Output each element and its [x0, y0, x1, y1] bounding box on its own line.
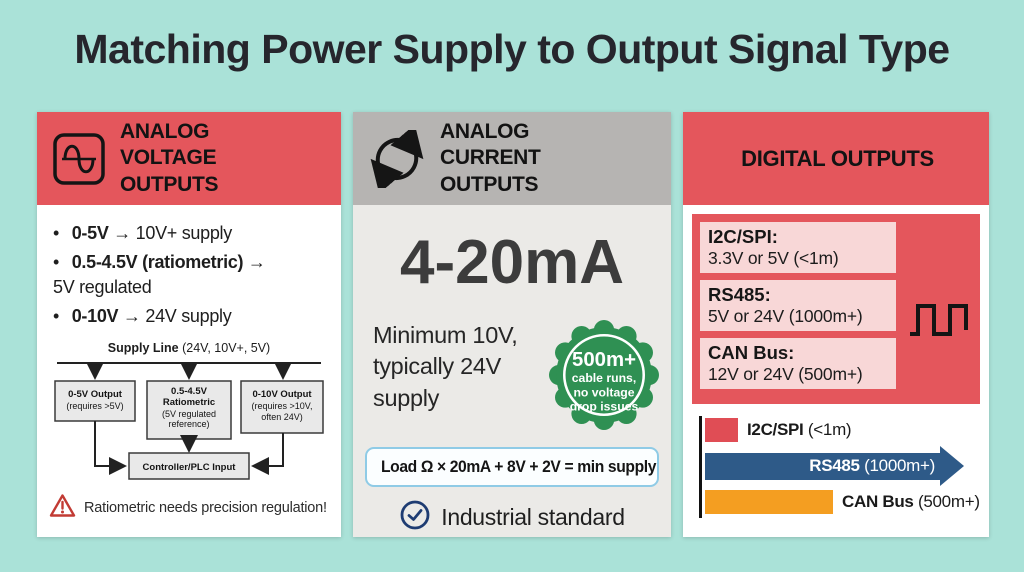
check-circle-icon [399, 499, 431, 536]
svg-text:(requires >10V,: (requires >10V, [252, 401, 313, 411]
canbus-bar-label: CAN Bus (500m+) [842, 492, 980, 511]
supply-note: Minimum 10V, typically 24V supply [373, 322, 518, 411]
ratiometric-warning: Ratiometric needs precision regulation! [49, 493, 341, 523]
rs485-arrowhead [940, 446, 964, 486]
analog-voltage-panel: ANALOG VOLTAGE OUTPUTS 0-5V → 10V+ suppl… [37, 112, 341, 537]
svg-text:drop issues: drop issues [570, 400, 639, 414]
canbus-bar [705, 490, 833, 514]
warning-triangle-icon [49, 493, 76, 523]
supply-flow-diagram: 0-5V Output (requires >5V) 0.5-4.5V Rati… [54, 362, 324, 480]
warning-text: Ratiometric needs precision regulation! [84, 500, 327, 517]
svg-text:0-10V Output: 0-10V Output [252, 389, 312, 400]
analog-voltage-title: ANALOG VOLTAGE OUTPUTS [120, 120, 219, 196]
svg-text:cable runs,: cable runs, [572, 371, 637, 385]
square-wave-icon [908, 300, 970, 345]
i2c-bar-row: I2C/SPI (<1m) [705, 414, 989, 446]
voltage-bullet-list: 0-5V → 10V+ supply 0.5-4.5V (ratiometric… [53, 221, 333, 329]
cable-run-badge: 500m+ cable runs, no voltage drop issues [549, 320, 659, 435]
sine-wave-icon [52, 132, 106, 186]
digital-outputs-title: DIGITAL OUTPUTS [741, 145, 934, 171]
industrial-standard-row: Industrial standard [353, 499, 671, 536]
current-note-row: Minimum 10V, typically 24V supply 500m+ … [353, 320, 671, 435]
svg-text:reference): reference) [168, 419, 209, 429]
svg-text:500m+: 500m+ [572, 349, 636, 371]
page-title: Matching Power Supply to Output Signal T… [74, 26, 950, 72]
analog-current-panel: ANALOG CURRENT OUTPUTS 4-20mA Minimum 10… [353, 112, 671, 537]
panels-container: ANALOG VOLTAGE OUTPUTS 0-5V → 10V+ suppl… [37, 112, 989, 537]
chart-axis-line [699, 416, 702, 518]
canbus-bar-row: CAN Bus (500m+) [705, 486, 989, 518]
svg-text:Controller/PLC Input: Controller/PLC Input [143, 462, 237, 473]
industrial-standard-text: Industrial standard [441, 504, 625, 530]
digital-outputs-header: DIGITAL OUTPUTS [683, 112, 989, 205]
rs485-bar-row: RS485 (1000m+) [705, 446, 989, 486]
svg-text:often 24V): often 24V) [261, 412, 303, 422]
svg-text:0-5V Output: 0-5V Output [68, 389, 123, 400]
table-row: CAN Bus: 12V or 24V (500m+) [700, 338, 896, 389]
cycle-arrows-icon [368, 129, 426, 188]
list-item: 0.5-4.5V (ratiometric) → 5V regulated [53, 250, 333, 301]
i2c-bar [705, 418, 738, 442]
table-row: I2C/SPI: 3.3V or 5V (<1m) [700, 222, 896, 273]
rs485-bar: RS485 (1000m+) [705, 452, 940, 480]
svg-text:(5V regulated: (5V regulated [162, 409, 216, 419]
list-item: 0-5V → 10V+ supply [53, 221, 333, 247]
svg-text:no voltage: no voltage [573, 385, 634, 399]
min-supply-formula-box: Load Ω × 20mA + 8V + 2V = min supply [365, 447, 659, 487]
digital-protocols-block: I2C/SPI: 3.3V or 5V (<1m) RS485: 5V or 2… [692, 214, 980, 404]
current-range-value: 4-20mA [400, 228, 624, 297]
analog-voltage-header: ANALOG VOLTAGE OUTPUTS [37, 112, 341, 205]
list-item: 0-10V → 24V supply [53, 304, 333, 330]
supply-line-label: Supply Line (24V, 10V+, 5V) [107, 341, 271, 356]
svg-text:(requires >5V): (requires >5V) [66, 401, 123, 411]
distance-bar-chart: I2C/SPI (<1m) RS485 (1000m+) CAN Bus (50… [699, 414, 989, 518]
i2c-bar-label: I2C/SPI (<1m) [747, 420, 852, 439]
digital-outputs-panel: DIGITAL OUTPUTS I2C/SPI: 3.3V or 5V (<1m… [683, 112, 989, 537]
formula-text: Load Ω × 20mA + 8V + 2V = min supply [380, 457, 657, 476]
table-row: RS485: 5V or 24V (1000m+) [700, 280, 896, 331]
analog-current-header: ANALOG CURRENT OUTPUTS [353, 112, 671, 205]
analog-current-title: ANALOG CURRENT OUTPUTS [440, 120, 541, 196]
rs485-bar-label: RS485 (1000m+) [809, 456, 935, 475]
svg-text:0.5-4.5V: 0.5-4.5V [171, 386, 208, 397]
svg-text:Ratiometric: Ratiometric [163, 397, 215, 408]
